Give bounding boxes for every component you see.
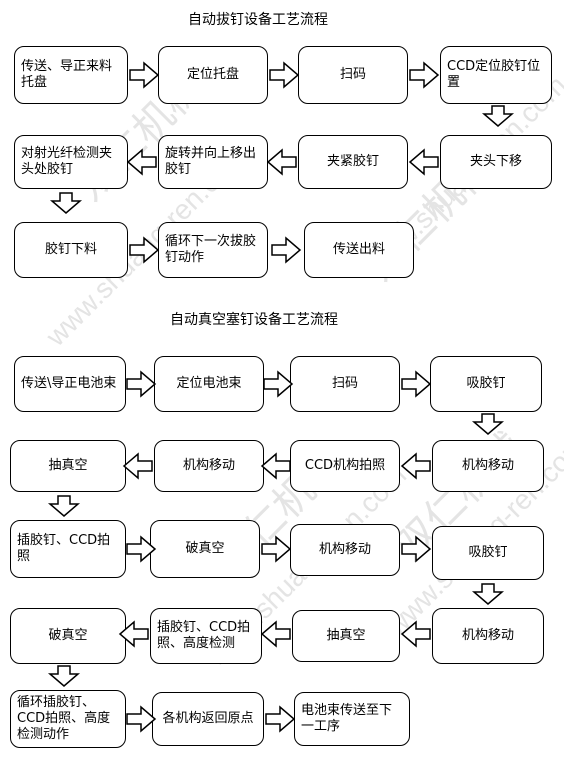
process-step: 破真空 [150,520,260,578]
arrow-left [127,149,157,175]
process-step: 机构移动 [154,440,264,492]
process-step: CCD机构拍照 [290,440,400,492]
process-step: 吸胶钉 [432,526,544,580]
process-step: 机构移动 [432,608,544,664]
arrow-left [401,453,431,479]
process-step: 插胶钉、CCD拍照 [10,520,126,578]
process-step: 夹头下移 [440,135,552,189]
process-step: 对射光纤检测夹头处胶钉 [14,135,128,189]
arrow-down [51,192,81,214]
arrow-down [483,105,513,127]
arrow-right [263,371,293,397]
process-step: 传送、导正来料托盘 [14,46,128,104]
diagram-title: 自动真空塞钉设备工艺流程 [170,312,338,328]
process-step: CCD定位胶钉位置 [440,46,552,104]
process-step: 吸胶钉 [430,356,542,412]
arrow-left [401,621,431,647]
arrow-right [129,62,159,88]
arrow-right [401,536,431,562]
process-step: 传送出料 [304,222,414,278]
process-step: 扫码 [298,46,408,104]
arrow-right [271,237,301,263]
arrow-left [267,149,297,175]
arrow-left [409,149,439,175]
process-step: 破真空 [10,608,126,664]
process-step: 扫码 [290,356,400,412]
arrow-down [49,665,79,687]
process-step: 胶钉下料 [14,222,128,278]
arrow-right [261,536,291,562]
process-step: 循环下一次拔胶钉动作 [158,222,268,278]
arrow-right [126,371,156,397]
arrow-right [265,706,295,732]
arrow-down [49,495,79,517]
process-step: 旋转并向上移出胶钉 [158,135,268,189]
arrow-right [126,706,156,732]
arrow-right [409,62,439,88]
arrow-left [261,453,291,479]
arrow-left [261,621,291,647]
arrow-left [119,621,149,647]
arrow-down [473,583,503,605]
process-step: 夹紧胶钉 [298,135,408,189]
arrow-down [473,413,503,435]
process-step: 插胶钉、CCD拍照、高度检测 [150,608,262,664]
process-step: 抽真空 [10,440,126,492]
process-step: 电池束传送至下一工序 [294,692,410,746]
process-step: 定位电池束 [154,356,264,412]
process-step: 机构移动 [432,440,544,492]
arrow-right [401,371,431,397]
diagram-title: 自动拔钉设备工艺流程 [188,12,328,28]
process-step: 机构移动 [290,524,400,576]
process-step: 传送\导正电池束 [14,356,126,412]
arrow-right [129,237,159,263]
arrow-right [269,62,299,88]
process-step: 各机构返回原点 [152,692,264,746]
process-step: 抽真空 [292,610,400,662]
arrow-left [123,453,153,479]
arrow-right [126,536,156,562]
process-step: 循环插胶钉、CCD拍照、高度检测动作 [10,690,126,748]
